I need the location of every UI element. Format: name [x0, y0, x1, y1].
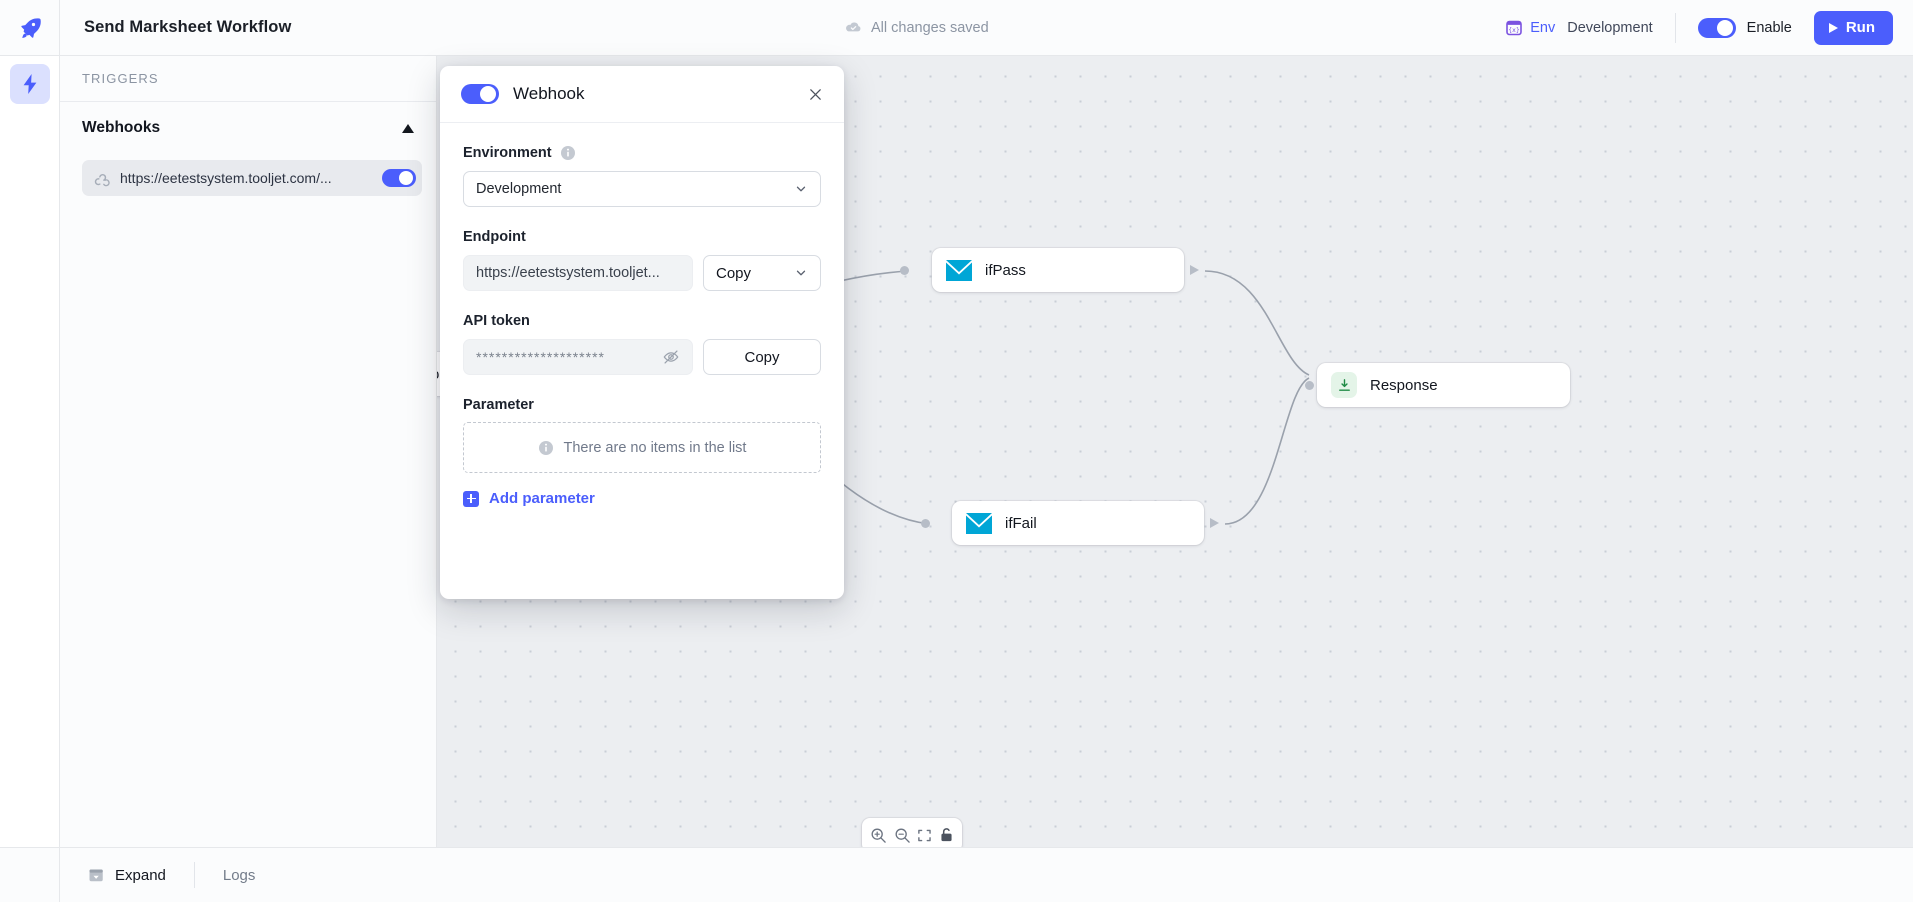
panel-header-label: TRIGGERS — [82, 71, 159, 86]
endpoint-row: https://eetestsystem.tooljet... Copy — [463, 255, 821, 291]
run-button[interactable]: Run — [1813, 10, 1893, 45]
sidebar-item-triggers[interactable] — [9, 64, 50, 104]
top-bar-actions: {x} Env Development Enable Run — [1506, 0, 1893, 55]
node-label: ifFail — [1005, 514, 1037, 532]
parameter-label-row: Parameter — [463, 397, 821, 413]
mail-icon — [966, 512, 992, 534]
bottom-bar-rail-spacer — [0, 848, 60, 902]
env-label: Env — [1530, 19, 1556, 36]
app-logo[interactable] — [0, 0, 60, 55]
node-label: ifPass — [985, 261, 1026, 279]
lightning-icon — [23, 74, 36, 94]
endpoint-label-row: Endpoint — [463, 229, 821, 245]
rocket-icon — [20, 17, 41, 38]
close-icon — [809, 88, 821, 100]
add-parameter-button[interactable]: Add parameter — [463, 490, 595, 507]
node-response[interactable]: Response — [1317, 363, 1570, 407]
page-title: Send Marksheet Workflow — [84, 18, 292, 36]
caret-up-icon[interactable] — [402, 123, 414, 133]
info-icon — [538, 440, 553, 455]
webhook-url: https://eetestsystem.tooljet.com/... — [120, 170, 332, 186]
modal-title: Webhook — [513, 84, 585, 103]
run-button-label: Run — [1845, 19, 1875, 36]
logs-label: Logs — [222, 866, 256, 884]
info-icon[interactable] — [560, 145, 576, 161]
environment-label: Environment — [463, 145, 552, 161]
api-token-row: ******************** Copy — [463, 339, 821, 375]
list-item[interactable]: https://eetestsystem.tooljet.com/... — [82, 160, 422, 196]
endpoint-copy-label: Copy — [716, 264, 752, 282]
enable-toggle-group[interactable]: Enable — [1676, 17, 1814, 38]
node-input-port[interactable] — [921, 519, 930, 528]
variable-icon: {x} — [1506, 20, 1523, 35]
expand-button[interactable]: Expand — [88, 867, 166, 884]
top-bar: Send Marksheet Workflow All changes save… — [0, 0, 1913, 56]
enable-toggle[interactable] — [1697, 17, 1736, 38]
zoom-out-icon[interactable] — [894, 827, 911, 844]
node-ifpass[interactable]: ifPass — [932, 248, 1184, 292]
canvas-toolbar — [862, 818, 962, 852]
zoom-in-icon[interactable] — [870, 827, 887, 844]
logs-button[interactable]: Logs — [223, 867, 256, 884]
api-token-label-row: API token — [463, 313, 821, 329]
play-icon — [1828, 22, 1838, 33]
plus-square-icon — [463, 490, 479, 507]
api-token-value: ******************** — [476, 349, 605, 365]
panel-header: TRIGGERS — [60, 56, 436, 102]
save-status: All changes saved — [845, 0, 989, 55]
webhook-enable-toggle[interactable] — [382, 169, 416, 187]
environment-label-row: Environment — [463, 145, 821, 161]
webhook-icon — [94, 173, 110, 186]
download-icon — [1331, 372, 1357, 398]
node-iffail[interactable]: ifFail — [952, 501, 1204, 545]
api-token-copy-button[interactable]: Copy — [703, 339, 821, 375]
api-token-input[interactable]: ******************** — [463, 339, 693, 375]
add-parameter-label: Add parameter — [489, 490, 595, 507]
svg-text:{x}: {x} — [1508, 27, 1520, 34]
node-input-port[interactable] — [1305, 381, 1314, 390]
modal-header: Webhook — [440, 66, 844, 123]
divider — [193, 862, 195, 888]
mail-icon — [946, 259, 972, 281]
webhook-modal-toggle[interactable] — [461, 84, 499, 104]
node-output-port-icon[interactable] — [1190, 265, 1199, 275]
left-rail — [0, 56, 60, 847]
node-input-port[interactable] — [900, 266, 909, 275]
webhooks-section-header[interactable]: Webhooks — [60, 102, 436, 154]
close-button[interactable] — [800, 79, 830, 109]
triggers-panel: TRIGGERS Webhooks https://eetestsystem.t… — [60, 56, 437, 847]
environment-value: Development — [476, 181, 562, 197]
eye-off-icon[interactable] — [662, 348, 680, 366]
api-token-label: API token — [463, 313, 530, 329]
webhook-modal: Webhook Environment Development Endpoint — [440, 66, 844, 599]
environment-select[interactable]: Development — [463, 171, 821, 207]
node-output-port-icon[interactable] — [1210, 518, 1219, 528]
expand-icon — [89, 868, 103, 881]
divider — [1674, 12, 1676, 43]
webhooks-section-title: Webhooks — [82, 119, 161, 136]
parameter-label: Parameter — [463, 397, 534, 413]
fit-view-icon[interactable] — [917, 828, 932, 843]
env-value: Development — [1567, 19, 1653, 36]
cloud-check-icon — [846, 22, 861, 32]
endpoint-input[interactable]: https://eetestsystem.tooljet... — [463, 255, 693, 291]
parameter-empty-text: There are no items in the list — [563, 439, 747, 456]
modal-body: Environment Development Endpoint https:/… — [440, 123, 844, 507]
parameter-empty-list: There are no items in the list — [463, 422, 821, 473]
chevron-down-icon — [796, 186, 806, 192]
endpoint-value: https://eetestsystem.tooljet... — [476, 265, 660, 281]
enable-label: Enable — [1746, 19, 1792, 36]
endpoint-copy-dropdown[interactable]: Copy — [703, 255, 821, 291]
bottom-bar: Expand Logs — [0, 847, 1913, 902]
expand-label: Expand — [115, 866, 166, 884]
env-selector[interactable]: {x} Env Development — [1506, 20, 1674, 36]
lock-icon[interactable] — [939, 827, 954, 843]
node-label: Response — [1370, 376, 1438, 394]
chevron-down-icon — [796, 270, 806, 276]
save-status-text: All changes saved — [871, 19, 989, 36]
endpoint-label: Endpoint — [463, 229, 526, 245]
